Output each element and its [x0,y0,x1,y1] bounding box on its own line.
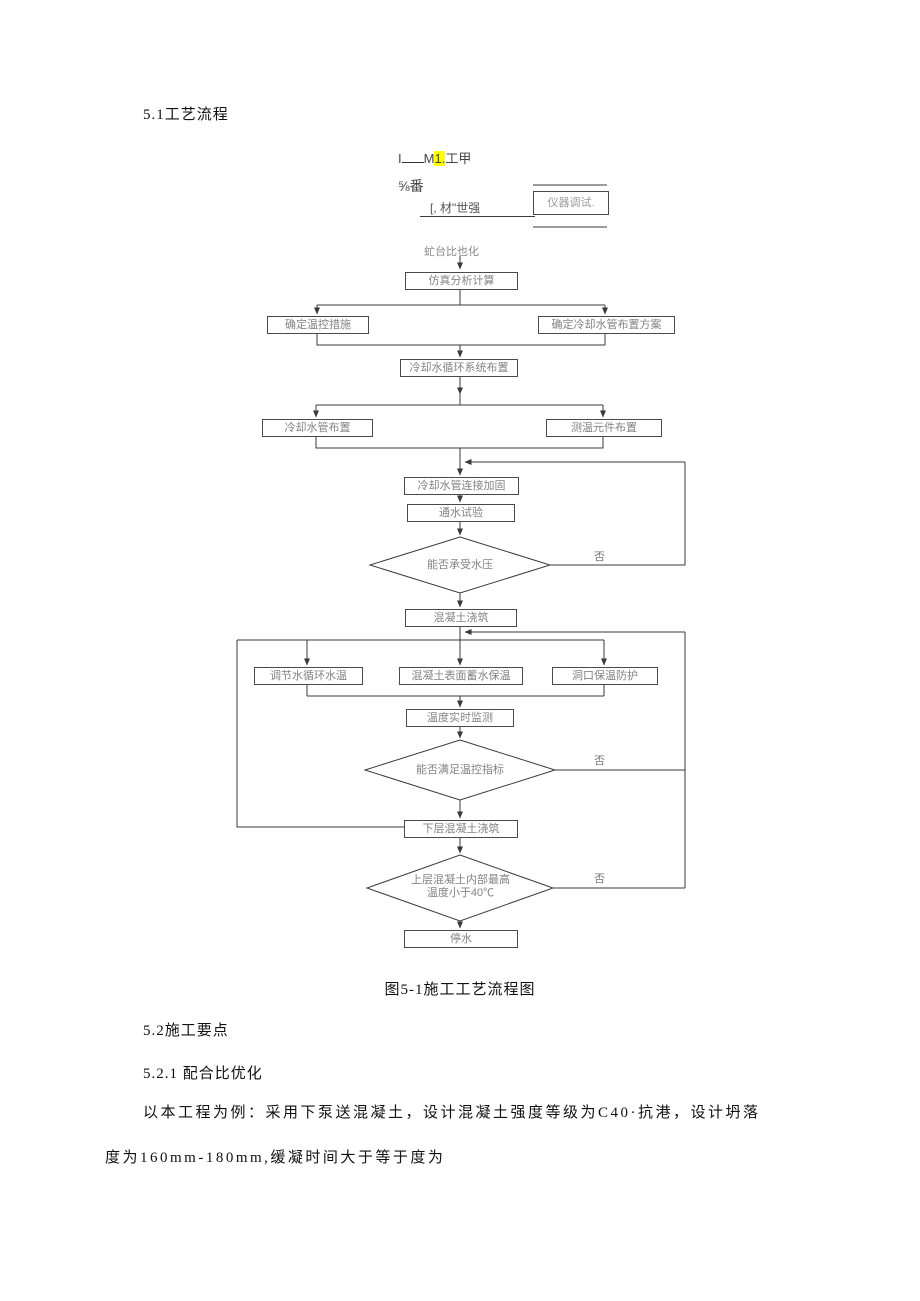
node-instrument-debug: 仪器调试. [533,191,609,215]
heading-5-1: 5.1工艺流程 [143,107,229,123]
diamond-text-temp-control-check: 能否满足温控指标 [416,764,504,776]
scan-fragment-top: I M1.工甲 [398,148,471,167]
flow-lines [236,184,686,929]
scan-fragment-material: [, 材"世强 [430,201,481,215]
node-surface-water-cure: 混凝土表面蓄水保温 [399,667,523,685]
diamond-text-pressure-check: 能否承受水压 [427,559,493,571]
figure-caption: 图5-1施工工艺流程图 [384,982,536,998]
node-concrete-pour: 混凝土浇筑 [405,609,517,627]
paragraph-line-2: 度为160mm-180mm,缓凝时间大于等于度为 [105,1150,446,1166]
loop-pressure-no [550,462,686,566]
node-pipe-connection: 冷却水管连接加固 [404,477,519,495]
node-stop-water: 停水 [404,930,518,948]
scan-pre: I [398,151,402,166]
diamond-temp-control-check [363,739,557,801]
loop-right-rail [553,632,686,889]
diamond-upper-temp-check [365,854,555,922]
node-sensor-layout: 测温元件布置 [546,419,662,437]
node-lower-layer-pour: 下层混凝土浇筑 [404,820,518,838]
loop-left-rail [236,640,404,828]
diamond-pressure-check [368,536,552,594]
no-label-temp-control: 否 [594,755,605,767]
node-confirm-pipe-plan: 确定冷却水管布置方案 [538,316,675,334]
node-opening-insulation: 洞口保温防护 [552,667,658,685]
highlight-mark: 1. [434,151,446,166]
node-temp-monitor: 温度实时监测 [406,709,514,727]
no-label-pressure: 否 [594,551,605,563]
diamond-text-upper-temp-check: 上层混凝土内部最高 温度小于40℃ [368,874,553,900]
scan-underline [420,216,535,217]
no-label-upper-temp: 否 [594,873,605,885]
label-mix-ratio: 虻台比也化 [424,246,479,258]
underscore-gap [401,151,424,163]
paragraph-line-1: 以本工程为例：采用下泵送混凝土，设计混凝土强度等级为C40·抗港，设计坍落 [143,1105,761,1121]
node-pipe-layout: 冷却水管布置 [262,419,373,437]
node-simulation: 仿真分析计算 [405,272,518,290]
diamond-text-upper-temp-line2: 温度小于40℃ [426,887,495,899]
diamond-text-upper-temp-line1: 上层混凝土内部最高 [411,874,510,886]
node-confirm-temp-measures: 确定温控措施 [267,316,369,334]
node-adjust-water-temp: 调节水循环水温 [254,667,363,685]
node-cooling-system-layout: 冷却水循环系统布置 [400,359,518,377]
heading-5-2: 5.2施工要点 [143,1023,229,1039]
heading-5-2-1: 5.2.1 配合比优化 [143,1066,263,1082]
node-water-test: 通水试验 [407,504,515,522]
scan-mid: M [423,151,435,166]
scan-post: 工甲 [445,151,472,166]
scan-fragment-fraction: ⅝番 [398,178,424,194]
